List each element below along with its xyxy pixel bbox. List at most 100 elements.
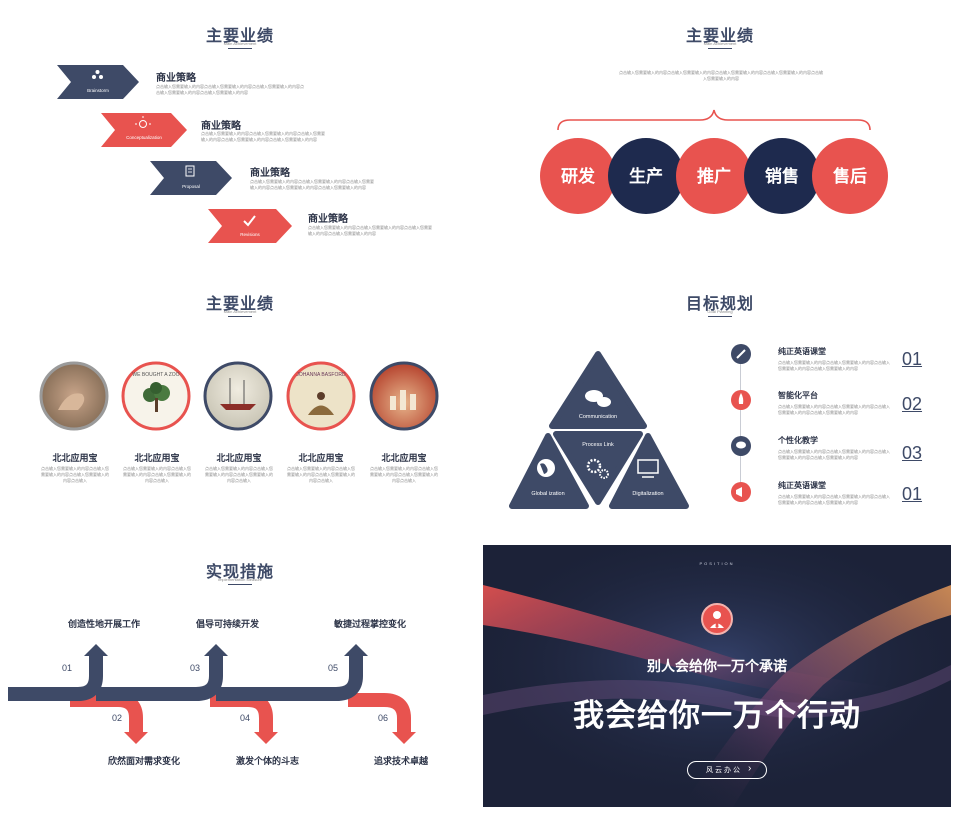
goal-text: 点击输入您需要输入的内容点击输入您需要输入的内容点击输入您需要输入的内容点击输入… — [778, 404, 890, 415]
product-text: 点击输入您需要输入的内容点击输入您需要输入的内容点击输入您需要输入的内容点击输入 — [287, 466, 355, 483]
intro-text: 点击输入您需要输入的内容点击输入您需要输入的内容点击输入您需要输入的内容点击输入… — [619, 70, 823, 81]
triangle-communication — [549, 351, 647, 429]
circle-label: 生产 — [629, 166, 663, 186]
cta-button-label: 风云办公 — [706, 767, 742, 774]
step-number: 03 — [190, 663, 201, 673]
step-heading: 商业策略 — [250, 168, 290, 179]
product-name: 北北应用宝 — [52, 453, 98, 463]
up-arrow-05 — [344, 644, 368, 656]
product-image-feet — [39, 361, 109, 431]
circle-chain: 研发 生产 推广 销售 售后 — [540, 138, 888, 214]
circle-label: 售后 — [833, 166, 867, 186]
triangle-diagram: Communication Global ization Process Lin… — [509, 351, 689, 509]
title-underline — [228, 316, 252, 317]
up-arrow-03 — [204, 644, 228, 656]
step-tag: Brainstorm — [87, 88, 109, 93]
title-underline — [708, 48, 732, 49]
step-number: 05 — [328, 663, 339, 673]
measure-label: 创造性地开展工作 — [68, 619, 141, 629]
step-tag: Proposal — [182, 184, 200, 189]
step-text: 点击输入您需要输入的内容点击输入您需要输入的内容点击输入您需要输入的内容点击输入… — [308, 225, 432, 236]
chat-icon — [585, 390, 611, 407]
goal-number: 01 — [902, 349, 923, 369]
goal-text: 点击输入您需要输入的内容点击输入您需要输入的内容点击输入您需要输入的内容点击输入… — [778, 494, 890, 505]
page-subtitle: Implementation Measure — [217, 577, 263, 582]
product-name: 北北应用宝 — [134, 453, 180, 463]
circle-rd — [540, 138, 616, 214]
circle-label: 研发 — [561, 166, 596, 186]
product-image-zoo-tree: WE BOUGHT A ZOO — [121, 361, 191, 431]
product-text: 点击输入您需要输入的内容点击输入您需要输入的内容点击输入您需要输入的内容点击输入 — [370, 466, 438, 483]
page-subtitle: Goal Planning — [707, 309, 733, 314]
title-underline — [228, 48, 252, 49]
circle-production — [608, 138, 684, 214]
goal-text: 点击输入您需要输入的内容点击输入您需要输入的内容点击输入您需要输入的内容点击输入… — [778, 449, 890, 460]
businessman-icon — [701, 603, 733, 635]
page-subtitle: Main Achievement — [703, 41, 737, 46]
page-subtitle: Main Achievement — [223, 41, 257, 46]
position-label: POSITION — [699, 561, 735, 566]
step-heading: 商业策略 — [201, 121, 241, 132]
globe-icon — [537, 459, 555, 477]
triangle-label: Global ization — [531, 491, 564, 497]
panel-goal-planning: 目标规划 Goal Planning Communication Global … — [480, 272, 960, 544]
step-number: 01 — [62, 663, 73, 673]
page-subtitle: Main Achievement — [223, 309, 257, 314]
step-text: 点击输入您需要输入的内容点击输入您需要输入的内容点击输入您需要输入的内容点击输入… — [250, 179, 374, 190]
down-arrow-06 — [392, 732, 416, 744]
product-text: 点击输入您需要输入的内容点击输入您需要输入的内容点击输入您需要输入的内容点击输入 — [205, 466, 273, 483]
title-underline — [708, 316, 732, 317]
timeline-line — [740, 352, 741, 502]
svg-text:JOHANNA BASFORD: JOHANNA BASFORD — [296, 372, 346, 378]
flow-arrows — [8, 644, 416, 744]
gears-icon — [586, 458, 609, 479]
triangle-process-link — [553, 431, 643, 505]
hero-title: 我会给你一万个行动 — [573, 698, 861, 733]
circle-after-sales — [812, 138, 888, 214]
goal-text: 点击输入您需要输入的内容点击输入您需要输入的内容点击输入您需要输入的内容点击输入… — [778, 360, 890, 371]
down-arrow-02 — [124, 732, 148, 744]
page-title: 主要业绩 — [685, 28, 754, 45]
step-text: 点击输入您需要输入的内容点击输入您需要输入的内容点击输入您需要输入的内容点击输入… — [156, 84, 304, 95]
goal-number: 02 — [902, 394, 923, 414]
goal-number: 01 — [902, 484, 923, 504]
product-text: 点击输入您需要输入的内容点击输入您需要输入的内容点击输入您需要输入的内容点击输入 — [41, 466, 109, 483]
step-tag: Conceptualization — [126, 135, 162, 140]
step-arrow-conceptualization: Conceptualization — [101, 113, 187, 147]
svg-text:WE BOUGHT A ZOO: WE BOUGHT A ZOO — [132, 372, 179, 378]
circle-promotion — [676, 138, 752, 214]
measure-label: 敏捷过程掌控变化 — [334, 619, 407, 629]
product-image-castle — [369, 361, 439, 431]
step-heading: 商业策略 — [308, 214, 348, 225]
check-icon — [243, 215, 256, 227]
panel-hero-slide: POSITION 别人会给你一万个承诺 我会给你一万个行动 风云办公 › — [483, 545, 951, 807]
step-arrow-revisions: Revisions — [208, 209, 292, 243]
cta-button[interactable]: 风云办公 › — [687, 761, 767, 779]
triangle-label: Digitalization — [632, 491, 663, 497]
product-name: 北北应用宝 — [216, 453, 262, 463]
step-heading: 商业策略 — [156, 73, 196, 84]
circle-label: 销售 — [765, 166, 799, 186]
up-arrow-01 — [84, 644, 108, 656]
page-title: 实现措施 — [205, 564, 274, 581]
sun-icon — [135, 116, 151, 128]
circle-sales — [744, 138, 820, 214]
step-arrow-proposal: Proposal — [150, 161, 232, 195]
product-image-ships — [203, 361, 273, 431]
measure-label: 激发个体的斗志 — [236, 756, 300, 766]
goal-title: 智能化平台 — [778, 391, 818, 400]
panel-main-achievement-steps: 主要业绩 Main Achievement Brainstorm 商业策略 点击… — [0, 0, 480, 272]
triangle-digitalization — [609, 433, 689, 509]
goal-title: 纯正英语课堂 — [778, 347, 826, 356]
product-name: 北北应用宝 — [298, 453, 344, 463]
page-title: 主要业绩 — [205, 296, 274, 313]
measure-label: 倡导可持续开发 — [196, 619, 260, 629]
step-text: 点击输入您需要输入的内容点击输入您需要输入的内容点击输入您需要输入的内容点击输入… — [201, 131, 325, 142]
hero-subtitle: 别人会给你一万个承诺 — [647, 658, 787, 674]
step-number: 06 — [378, 713, 389, 723]
chevron-right-icon: › — [748, 763, 752, 774]
panel-main-achievement-circles: 主要业绩 Main Achievement 点击输入您需要输入的内容点击输入您需… — [480, 0, 960, 272]
goal-title: 个性化教学 — [778, 436, 818, 445]
panel-implementation-measures: 实现措施 Implementation Measure 01 03 05 02 … — [0, 544, 480, 816]
step-number: 02 — [112, 713, 123, 723]
